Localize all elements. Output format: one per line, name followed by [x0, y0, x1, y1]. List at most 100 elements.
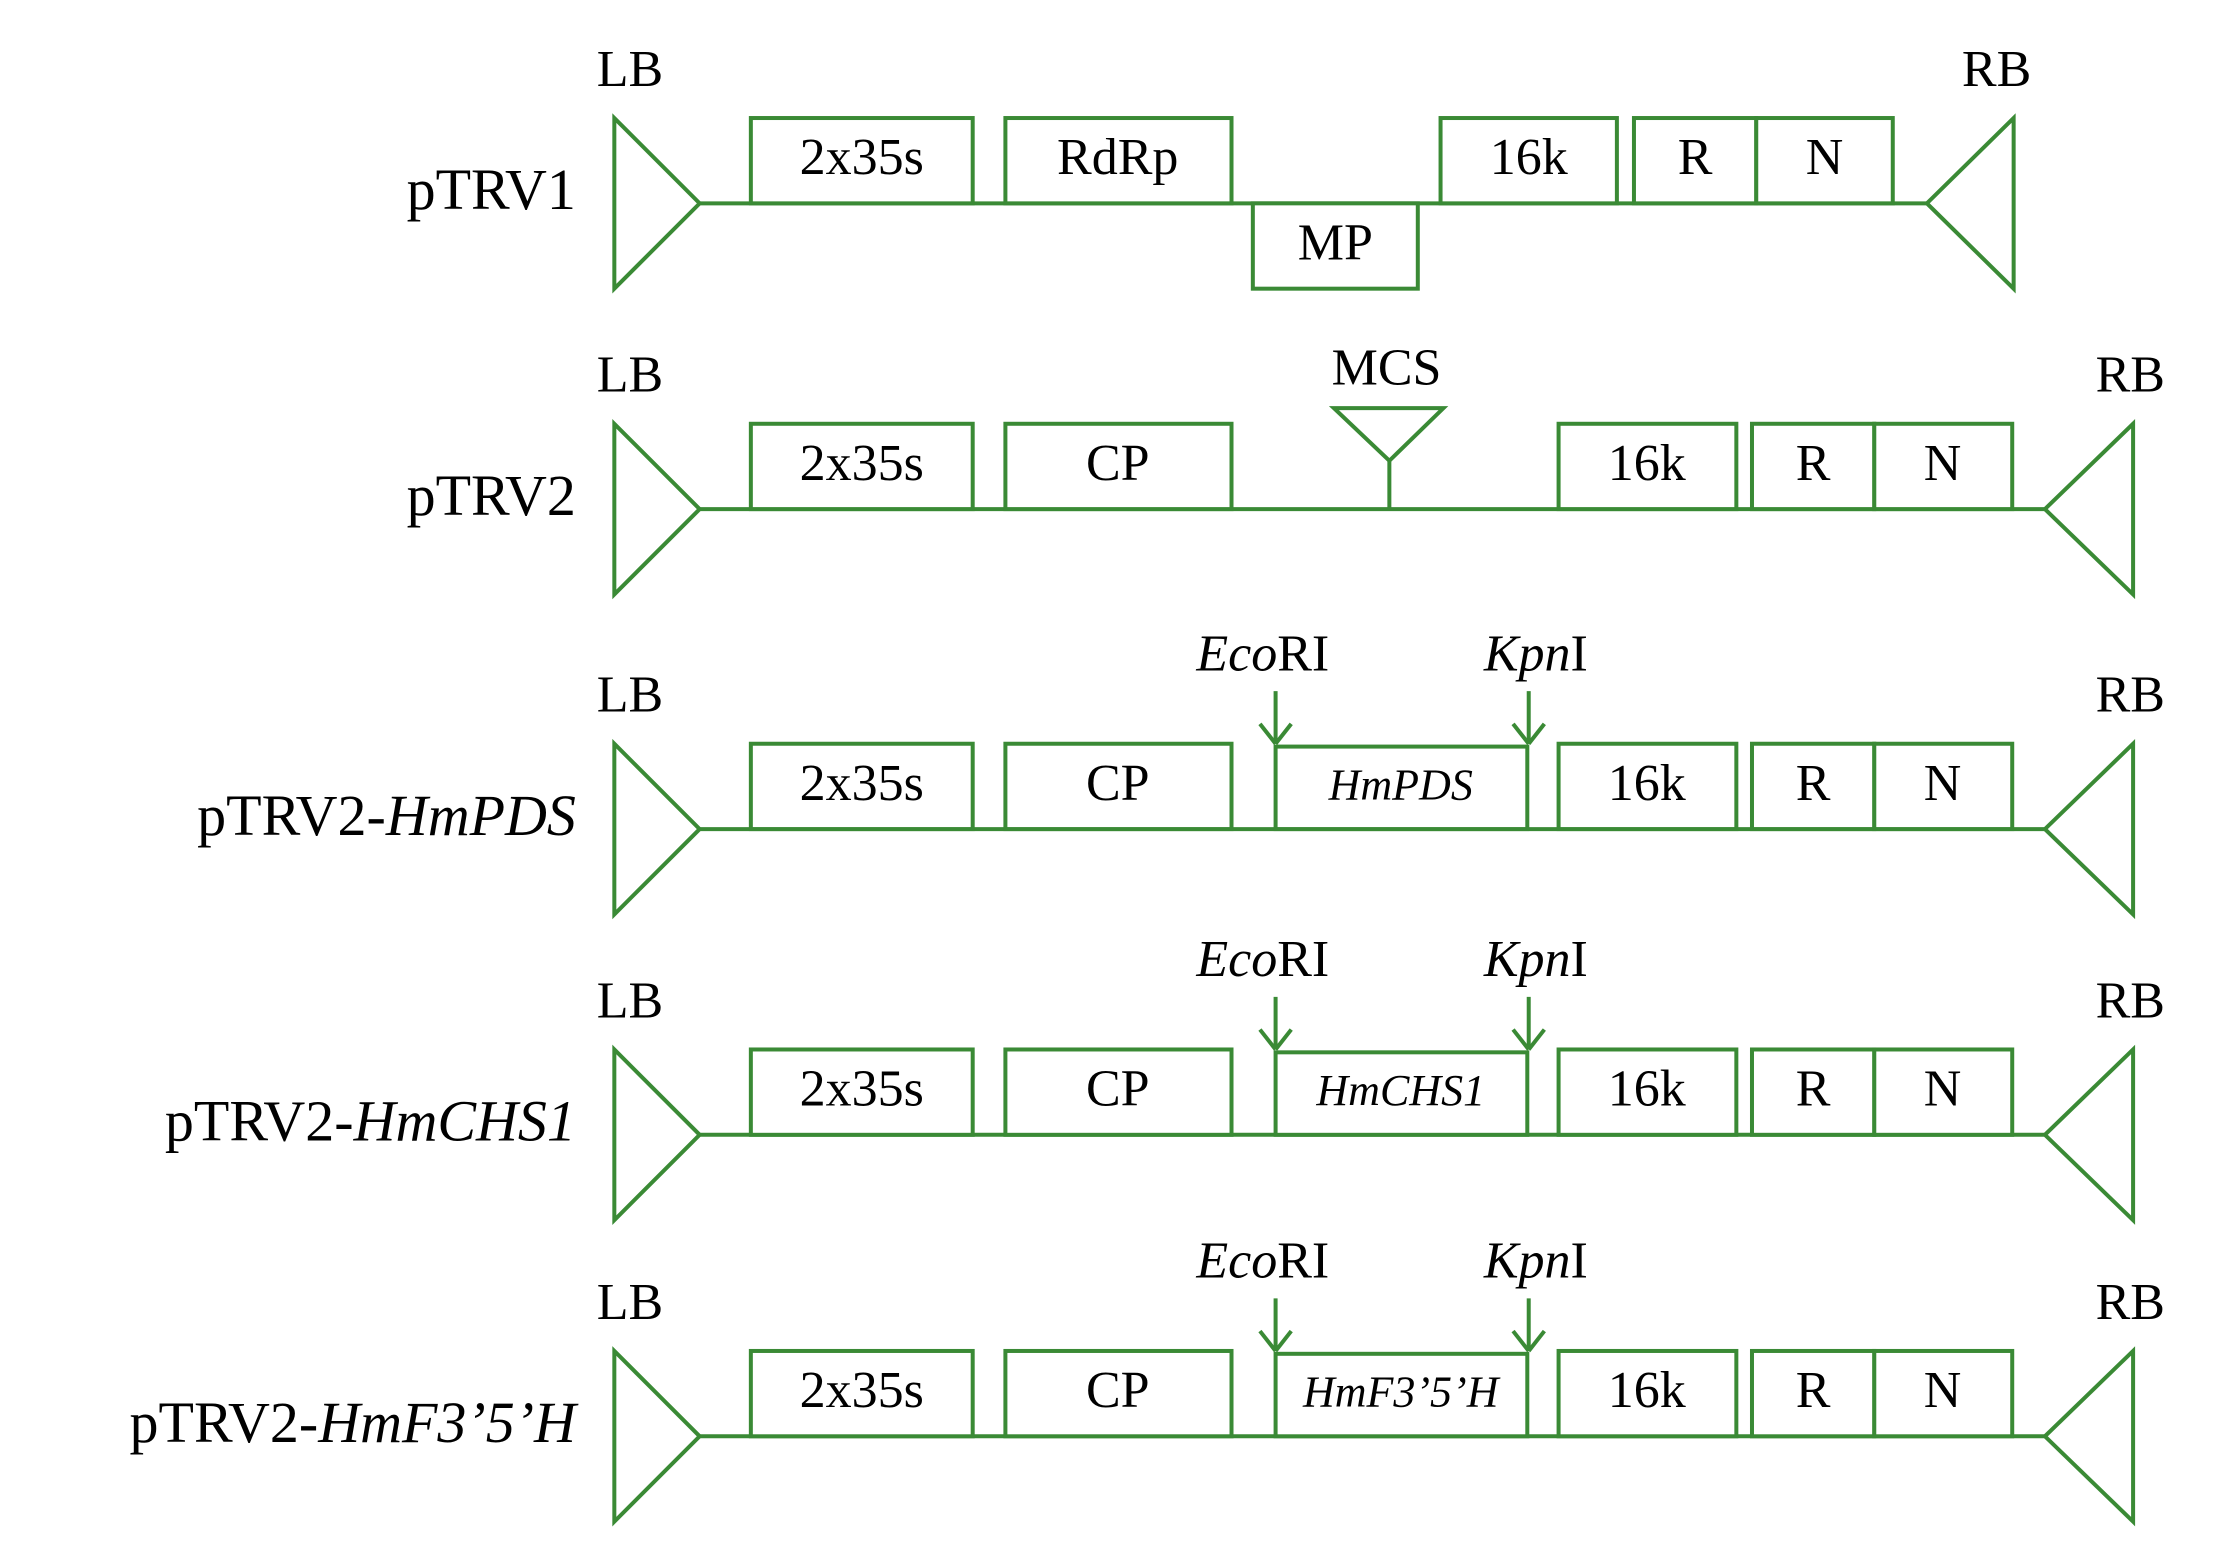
ecori-arrow	[1258, 996, 1293, 1051]
label-16k: 16k	[1608, 1362, 1686, 1419]
rb-label: RB	[2096, 347, 2165, 404]
insert-gene-label: HmPDS	[1328, 760, 1473, 809]
lb-label: LB	[597, 972, 663, 1029]
box-16k	[1556, 421, 1739, 512]
right-border-triangle	[2042, 1044, 2136, 1225]
arrow-head-right	[1274, 1329, 1293, 1353]
kpni-arrow	[1511, 996, 1546, 1051]
arrow-head-left	[1511, 1028, 1531, 1051]
mp-box	[1250, 201, 1420, 291]
right-border-triangle	[2042, 739, 2136, 920]
ecori-arrow	[1258, 1298, 1293, 1353]
kpni-arrow	[1511, 1298, 1546, 1353]
cp-box	[1003, 1047, 1234, 1137]
construct-name: pTRV1	[407, 158, 576, 223]
promoter-box	[748, 741, 975, 832]
r-label: R	[1796, 1061, 1831, 1118]
r-label: R	[1796, 1362, 1831, 1419]
n-box	[1872, 1047, 2015, 1137]
insert-box	[1273, 1351, 1530, 1439]
arrow-head-right	[1527, 1028, 1546, 1051]
lb-label: LB	[597, 347, 663, 404]
cp-box	[1003, 1348, 1234, 1439]
arrow-head-left	[1511, 1329, 1531, 1353]
mcs-triangle	[1328, 406, 1449, 464]
arrow-head-left	[1258, 1028, 1278, 1051]
mp-label: MP	[1298, 214, 1373, 271]
r-box	[1749, 421, 1877, 512]
left-border-triangle	[612, 113, 703, 294]
n-box	[1754, 116, 1895, 206]
kpni-site-label: KpnI	[1483, 931, 1588, 988]
arrow-head-right	[1527, 1329, 1546, 1353]
r-box	[1749, 1047, 1877, 1137]
n-box	[1872, 741, 2015, 832]
label-16k: 16k	[1490, 129, 1568, 186]
promoter-box	[748, 1047, 975, 1137]
construct-name: pTRV2-HmCHS1	[165, 1089, 576, 1154]
arrow-head-left	[1258, 722, 1278, 745]
insert-gene-label: HmF3’5’H	[1302, 1368, 1501, 1417]
left-border-triangle	[612, 1044, 703, 1225]
promoter-label: 2x35s	[800, 1061, 924, 1118]
arrow-head-right	[1527, 722, 1546, 745]
arrow-head-right	[1274, 1028, 1293, 1051]
mcs-label: MCS	[1332, 340, 1442, 397]
right-border-triangle	[1924, 113, 2016, 294]
construct-ptrv2-hmpds: LB RB pTRV2-HmPDS 2x35s CP 16k R N HmPDS EcoRI Kpn…	[197, 625, 2165, 920]
rb-label: RB	[1962, 41, 2031, 98]
box-16k	[1556, 1348, 1739, 1439]
ecori-arrow	[1258, 691, 1293, 745]
promoter-box	[748, 116, 975, 206]
cp-label: CP	[1086, 435, 1150, 492]
rdrp-label: RdRp	[1057, 129, 1178, 186]
n-label: N	[1924, 1362, 1962, 1419]
left-border-triangle	[612, 738, 703, 920]
n-box	[1872, 1348, 2015, 1439]
n-box	[1872, 421, 2015, 512]
r-box	[1749, 1348, 1877, 1439]
rb-label: RB	[2096, 972, 2165, 1029]
box-16k	[1556, 741, 1739, 832]
ecori-site-label: EcoRI	[1195, 625, 1329, 682]
ecori-site-label: EcoRI	[1195, 1233, 1329, 1290]
construct-name: pTRV2-HmF3’5’H	[130, 1390, 580, 1455]
label-16k: 16k	[1608, 755, 1686, 812]
rb-label: RB	[2096, 1274, 2165, 1331]
kpni-site-label: KpnI	[1483, 625, 1588, 682]
construct-name: pTRV2	[407, 463, 576, 528]
kpni-arrow	[1511, 691, 1546, 745]
lb-label: LB	[597, 41, 663, 98]
rb-label: RB	[2096, 667, 2165, 724]
label-16k: 16k	[1608, 1061, 1686, 1118]
insert-box	[1273, 744, 1530, 832]
ecori-site-label: EcoRI	[1195, 931, 1329, 988]
promoter-label: 2x35s	[800, 1362, 924, 1419]
left-border-triangle	[612, 1346, 703, 1527]
cp-label: CP	[1086, 1362, 1150, 1419]
n-label: N	[1806, 129, 1844, 186]
box-16k	[1438, 116, 1619, 206]
label-16k: 16k	[1608, 435, 1686, 492]
insert-gene-label: HmCHS1	[1315, 1066, 1485, 1115]
promoter-label: 2x35s	[800, 755, 924, 812]
r-label: R	[1678, 129, 1713, 186]
arrow-head-right	[1274, 722, 1293, 745]
arrow-head-left	[1258, 1329, 1278, 1353]
construct-name: pTRV2-HmPDS	[197, 783, 576, 848]
lb-label: LB	[597, 667, 663, 724]
right-border-triangle	[2042, 419, 2136, 600]
box-16k	[1556, 1047, 1739, 1137]
r-label: R	[1796, 755, 1831, 812]
promoter-box	[748, 1348, 975, 1439]
cp-label: CP	[1086, 755, 1150, 812]
promoter-label: 2x35s	[800, 129, 924, 186]
n-label: N	[1924, 1061, 1962, 1118]
cp-box	[1003, 421, 1234, 512]
r-label: R	[1796, 435, 1831, 492]
n-label: N	[1924, 755, 1962, 812]
